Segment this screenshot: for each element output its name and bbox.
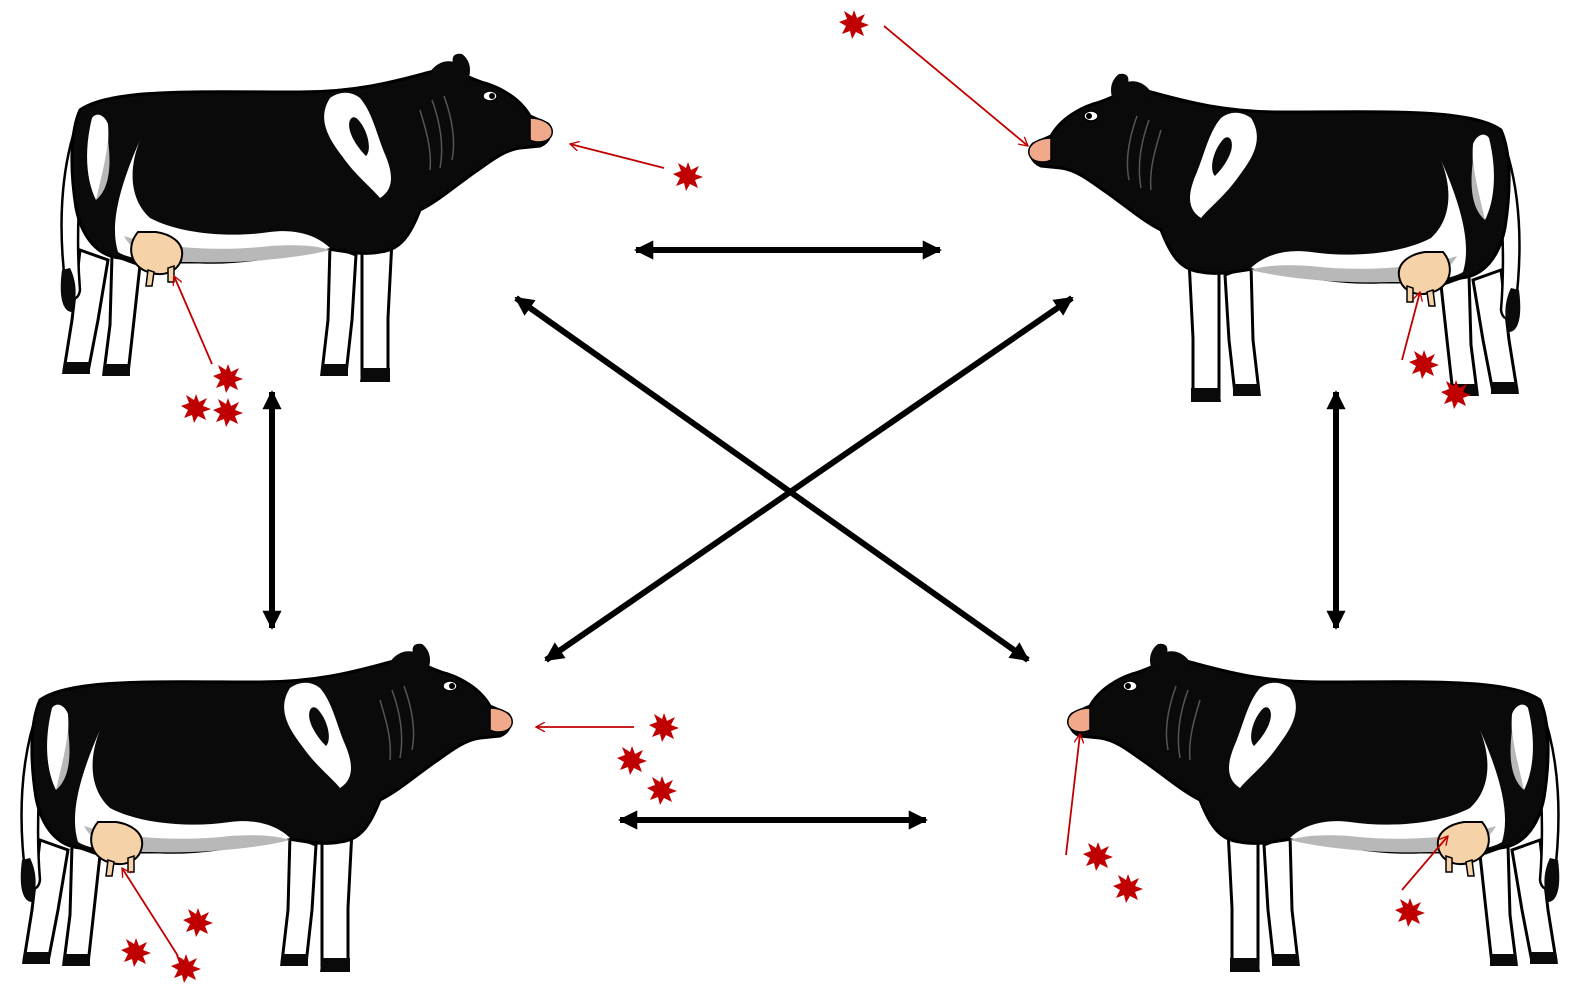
pathogen-starburst-icon (121, 938, 151, 967)
pathogen-starburst-icon (1083, 842, 1113, 871)
pathogen-starburst-icon (647, 776, 677, 805)
holstein-cow-cow-top-left-icon (59, 52, 554, 384)
pathogen-starburst-icon (839, 10, 869, 39)
pathogen-starburst-icon (617, 746, 647, 775)
pathogen-starburst-icon (1113, 874, 1143, 903)
infection-arrow-tl-udder (174, 276, 213, 365)
infection-arrow-bl-udder (121, 868, 179, 957)
pathogen-starburst-icon (171, 954, 201, 983)
pathogen-starburst-icon (649, 713, 679, 742)
infection-arrow-tr-udder (1401, 292, 1420, 361)
pathogen-starburst-icon (1409, 350, 1439, 379)
pathogen-starburst-icon (1395, 898, 1425, 927)
pathogen-starburst-icon (213, 364, 243, 393)
pathogen-starburst-icon (183, 908, 213, 937)
holstein-cow-cow-bottom-right-icon (1066, 642, 1561, 974)
pathogen-starburst-icon (213, 398, 243, 427)
pathogen-starburst-icon (673, 162, 703, 191)
holstein-cow-cow-bottom-left-icon (19, 642, 514, 974)
pathogen-starburst-icon (1441, 380, 1471, 409)
transmission-arrow-diag-1 (514, 295, 1030, 663)
infection-arrow-br-mouth (1065, 734, 1080, 856)
transmission-arrow-diag-2 (544, 295, 1074, 663)
pathogen-starburst-icon (181, 394, 211, 423)
infection-arrow-tr-mouth (883, 25, 1028, 146)
infection-arrow-tl-mouth (570, 144, 665, 169)
infection-arrow-br-udder (1401, 836, 1448, 891)
holstein-cow-cow-top-right-icon (1027, 72, 1522, 404)
